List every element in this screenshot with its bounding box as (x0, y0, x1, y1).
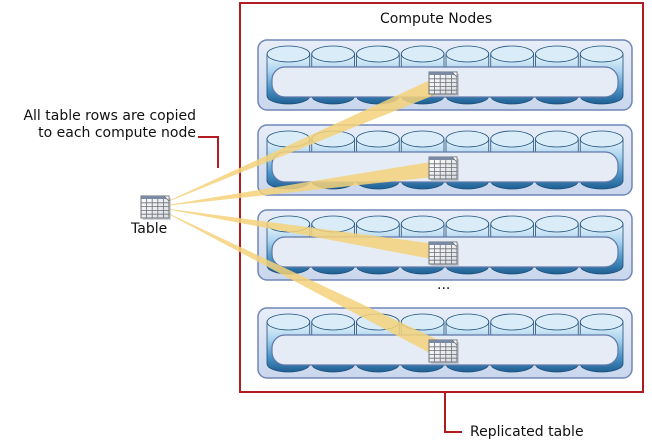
copy-callout-line (198, 136, 219, 168)
replica-table-icon (428, 156, 459, 181)
icons-layer (140, 71, 459, 364)
replica-table-icon (428, 71, 459, 96)
replication-beam (155, 207, 447, 359)
replication-beam (155, 75, 447, 207)
compute-nodes-title: Compute Nodes (380, 11, 493, 27)
compute-node (257, 209, 633, 281)
replica-table-icon (428, 339, 459, 364)
replica-table-icon (428, 241, 459, 266)
copy-annotation-line-1: All table rows are copied (23, 108, 196, 124)
replication-beam (155, 160, 445, 207)
replicated-table-label: Replicated table (470, 424, 584, 440)
source-table-icon (140, 195, 171, 220)
replicated-callout-line (444, 392, 462, 433)
copy-annotation: All table rows are copied to each comput… (0, 108, 196, 142)
beams-layer (155, 75, 447, 359)
replication-beam (155, 207, 445, 261)
more-nodes-ellipsis: ... (437, 277, 451, 293)
copy-annotation-line-2: to each compute node (38, 125, 196, 141)
source-table-label: Table (131, 221, 168, 237)
